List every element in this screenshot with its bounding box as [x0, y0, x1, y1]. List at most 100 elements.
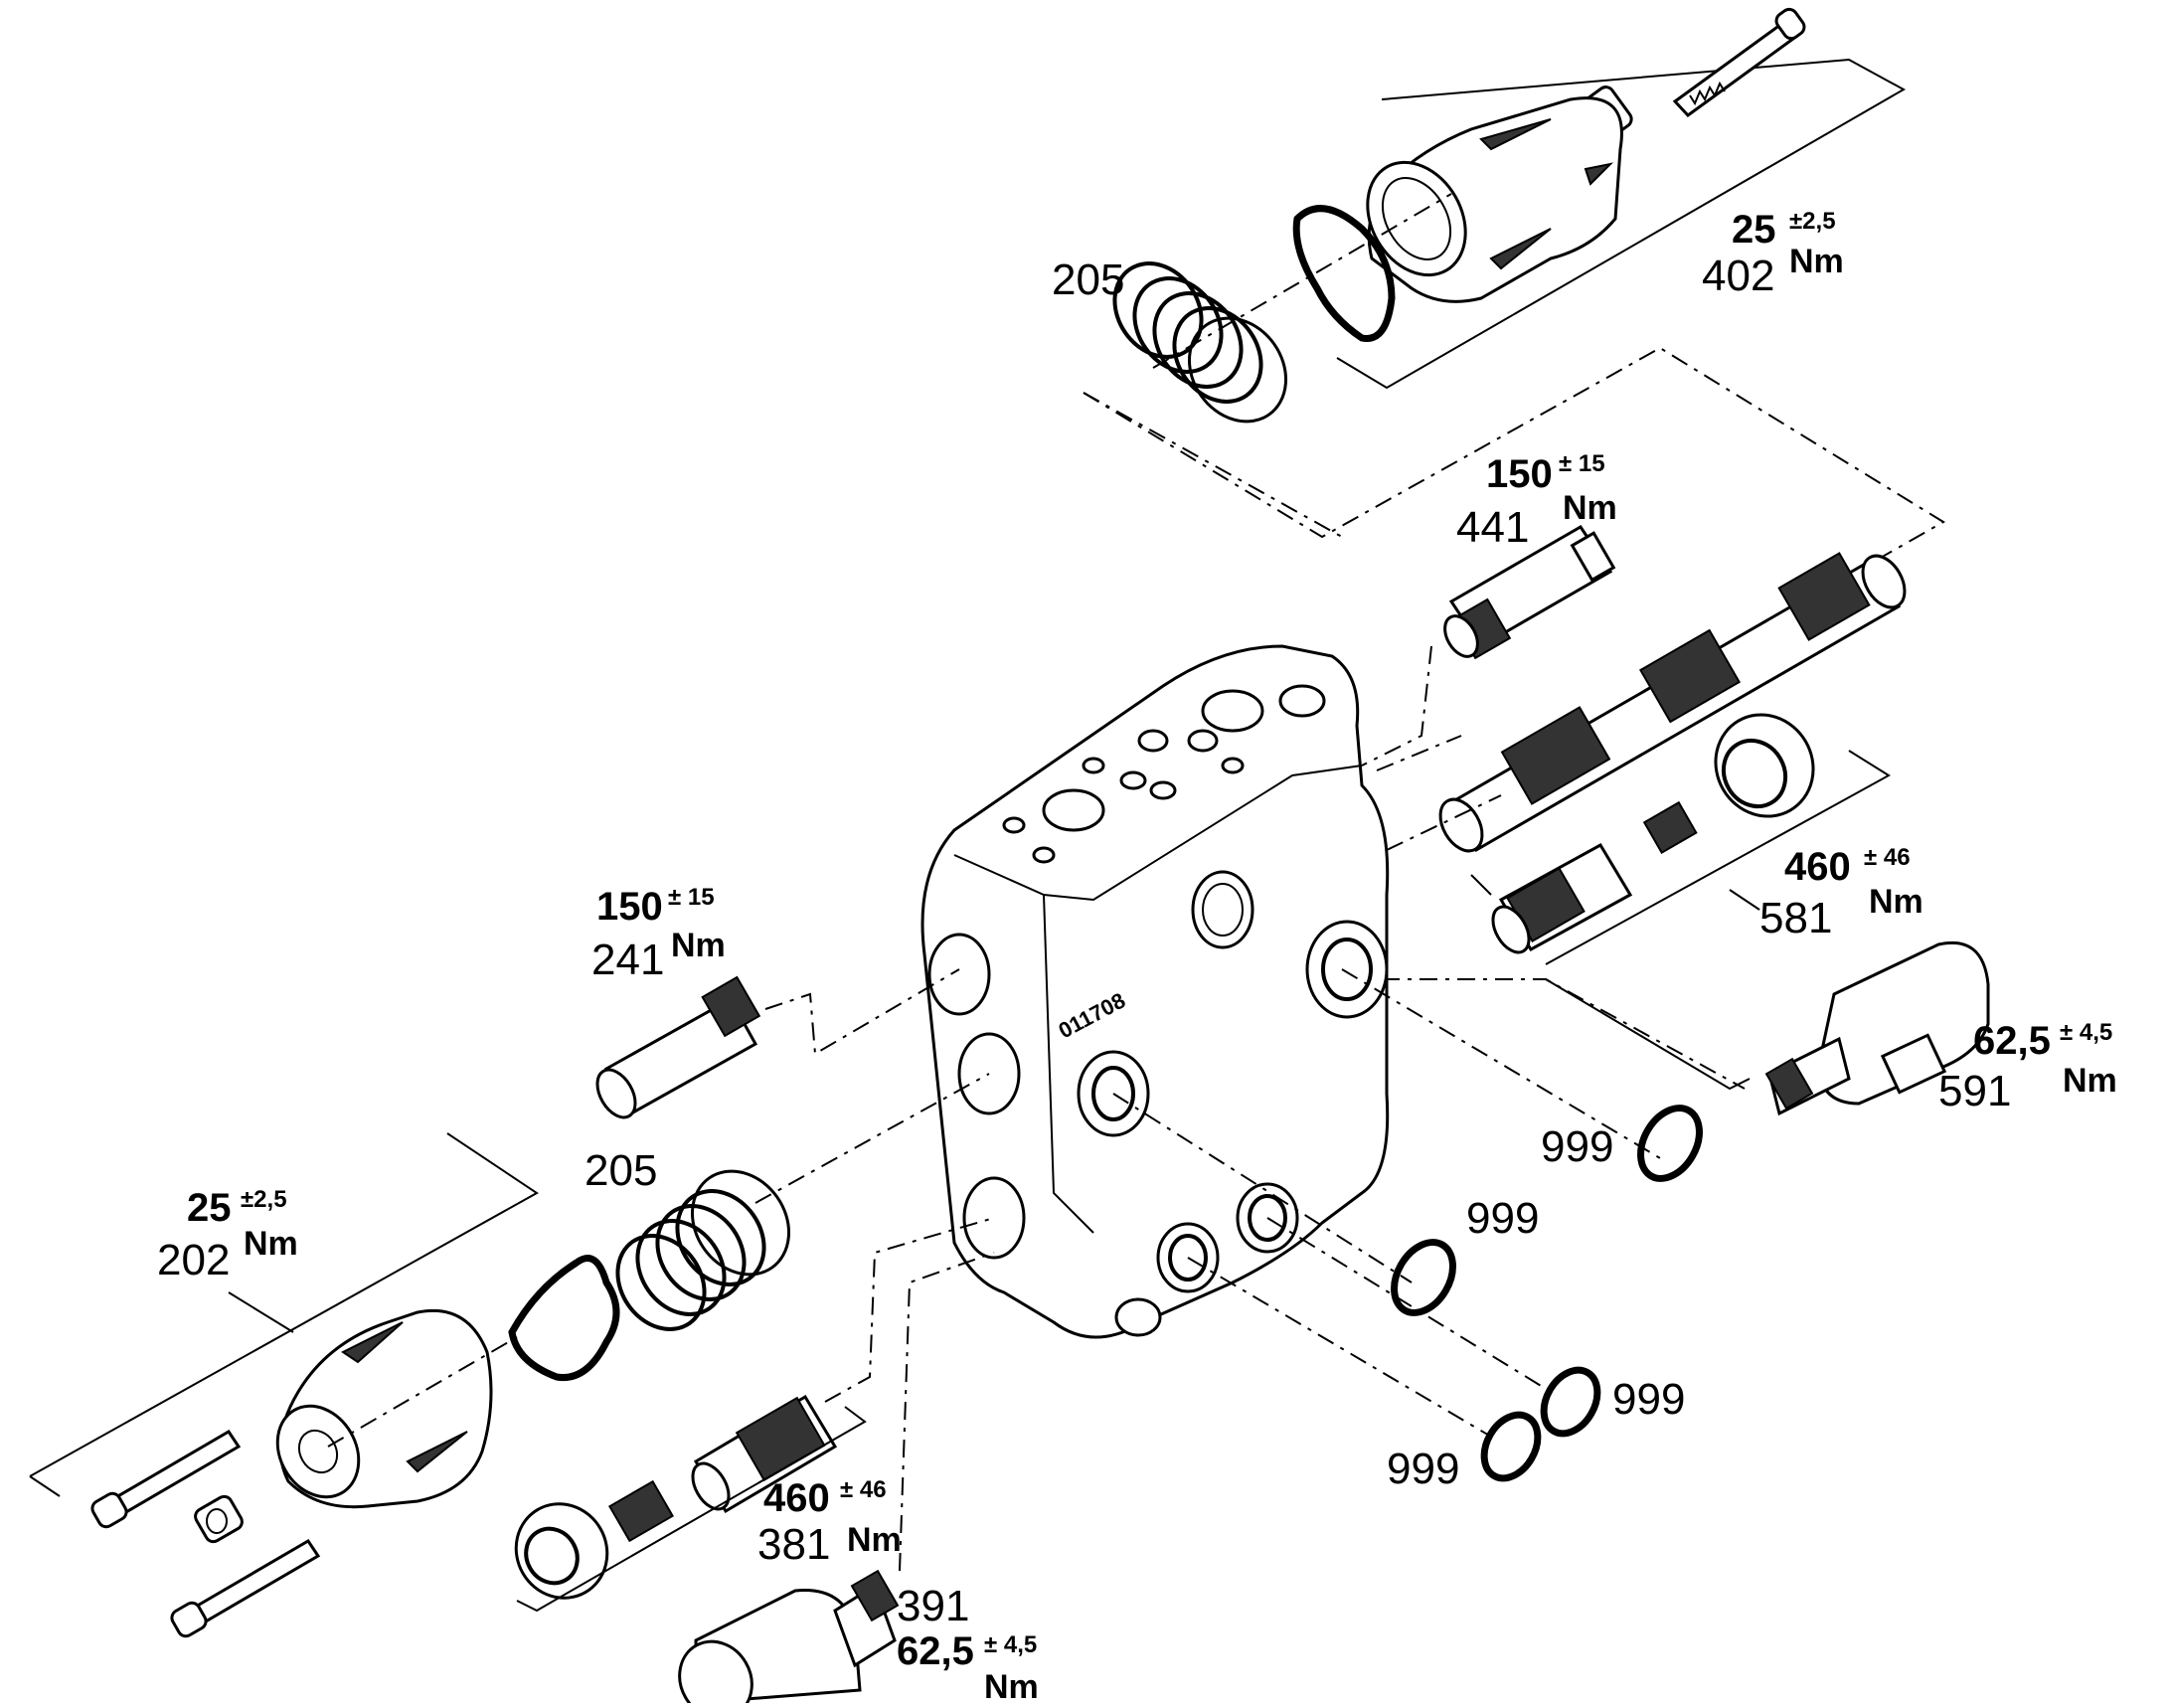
part-number: 999	[1612, 1375, 1685, 1424]
torque-unit: Nm	[1869, 883, 1923, 921]
part-number: 205	[1052, 256, 1124, 304]
cover-402	[1366, 96, 1623, 303]
bracket-581-tick	[1729, 889, 1760, 911]
leader-999-d	[1187, 1257, 1492, 1438]
valve-441	[1443, 524, 1616, 660]
torque-tolerance: ± 4,5	[2060, 1019, 2112, 1046]
cover-202	[275, 1308, 493, 1509]
part-number: 205	[585, 1146, 657, 1195]
bracket-381	[516, 1406, 867, 1613]
oring-999-a	[1637, 1105, 1703, 1182]
torque-value: 150	[1486, 452, 1553, 496]
torque-unit: Nm	[847, 1521, 902, 1559]
leader-202	[228, 1291, 294, 1333]
top-assembly	[1112, 7, 1907, 424]
torque-tolerance: ± 46	[1864, 844, 1911, 871]
torque-value: 62,5	[1973, 1019, 2051, 1063]
torque-unit: Nm	[671, 927, 726, 964]
label-391: 391 62,5 ± 4,5 Nm	[897, 1582, 1039, 1706]
torque-value: 460	[1784, 845, 1851, 889]
leader-591	[1382, 978, 1746, 1090]
label-202: 25 ±2,5 202 Nm	[157, 1186, 298, 1284]
leader-205-bottom	[754, 1073, 990, 1204]
label-591: 62,5 ± 4,5 591 Nm	[1938, 1019, 2117, 1115]
screw-left-small	[194, 1494, 244, 1544]
bracket-402	[1336, 58, 1907, 390]
oring-999-d	[1480, 1411, 1542, 1482]
cartridge-381	[691, 1394, 838, 1514]
label-999-b: 999	[1466, 1194, 1539, 1243]
torque-tolerance: ±2,5	[241, 1186, 287, 1213]
torque-unit: Nm	[244, 1225, 298, 1263]
bracket-202-end	[29, 1475, 61, 1497]
gasket-bottom	[508, 1255, 620, 1382]
part-number: 202	[157, 1236, 230, 1284]
leader-999-a	[1341, 968, 1661, 1159]
torque-value: 25	[187, 1186, 232, 1230]
gasket-top	[1292, 205, 1396, 342]
label-581: 460 ± 46 581 Nm	[1759, 844, 1923, 942]
torque-tolerance: ± 46	[840, 1476, 887, 1503]
label-381: 460 ± 46 381 Nm	[757, 1476, 902, 1569]
oring-999-b	[1391, 1239, 1456, 1316]
label-402: 25 ±2,5 402 Nm	[1702, 208, 1844, 300]
torque-unit: Nm	[984, 1668, 1039, 1703]
part-number: 591	[1938, 1067, 2011, 1115]
leader-241	[764, 968, 960, 1056]
envelope-left	[1083, 392, 1343, 538]
leader-441	[1361, 645, 1432, 767]
bracket-581-end	[1470, 874, 1492, 896]
spring-205-top	[1112, 261, 1288, 424]
label-999-a: 999	[1541, 1122, 1613, 1171]
solenoid-391	[678, 1569, 900, 1708]
valve-body: 011708	[920, 644, 1390, 1339]
part-number: 241	[591, 936, 664, 984]
bracket-581	[1545, 750, 1891, 965]
part-number: 402	[1702, 252, 1774, 300]
torque-value: 460	[763, 1476, 830, 1520]
leader-spool	[1376, 735, 1462, 771]
leader-999-c	[1266, 1217, 1552, 1393]
leader-999-b	[1112, 1093, 1413, 1283]
part-number: 581	[1759, 894, 1832, 942]
label-999-d: 999	[1387, 1445, 1459, 1493]
part-number: 391	[897, 1582, 969, 1630]
leader-391	[899, 1252, 995, 1572]
oring-999-c	[1540, 1366, 1601, 1438]
bolt-top-long	[1672, 7, 1806, 117]
part-number: 999	[1541, 1122, 1613, 1171]
torque-value: 25	[1732, 208, 1776, 252]
torque-value: 150	[596, 885, 663, 929]
bracket-591	[1545, 978, 1751, 1091]
leader-381	[824, 1217, 995, 1403]
label-205-bottom: 205	[585, 1146, 657, 1195]
label-441: 150 ± 15 441 Nm	[1456, 450, 1617, 552]
torque-value: 62,5	[897, 1629, 974, 1673]
main-spool	[1438, 552, 1907, 853]
spring-381	[607, 1479, 675, 1543]
label-241: 150 ± 15 241 Nm	[591, 884, 726, 984]
solenoid-591	[1764, 940, 1990, 1116]
bolt-left-lower	[170, 1538, 321, 1638]
plug-381	[514, 1502, 609, 1600]
part-number: 441	[1456, 503, 1529, 552]
torque-unit: Nm	[1563, 489, 1617, 527]
valve-241	[595, 975, 761, 1119]
part-number: 999	[1466, 1194, 1539, 1243]
bolt-left-upper	[90, 1429, 242, 1529]
part-number: 999	[1387, 1445, 1459, 1493]
bracket-202-top	[29, 1132, 539, 1477]
torque-tolerance: ±2,5	[1789, 208, 1836, 235]
torque-unit: Nm	[1789, 243, 1844, 280]
torque-tolerance: ± 4,5	[984, 1631, 1037, 1658]
torque-tolerance: ± 15	[668, 884, 715, 911]
torque-tolerance: ± 15	[1559, 450, 1605, 477]
torque-unit: Nm	[2063, 1062, 2117, 1100]
spring-581	[1642, 800, 1698, 854]
label-205-top: 205	[1052, 256, 1124, 304]
label-999-c: 999	[1612, 1375, 1685, 1424]
part-number: 381	[757, 1520, 830, 1569]
cartridge-581	[1491, 842, 1633, 954]
